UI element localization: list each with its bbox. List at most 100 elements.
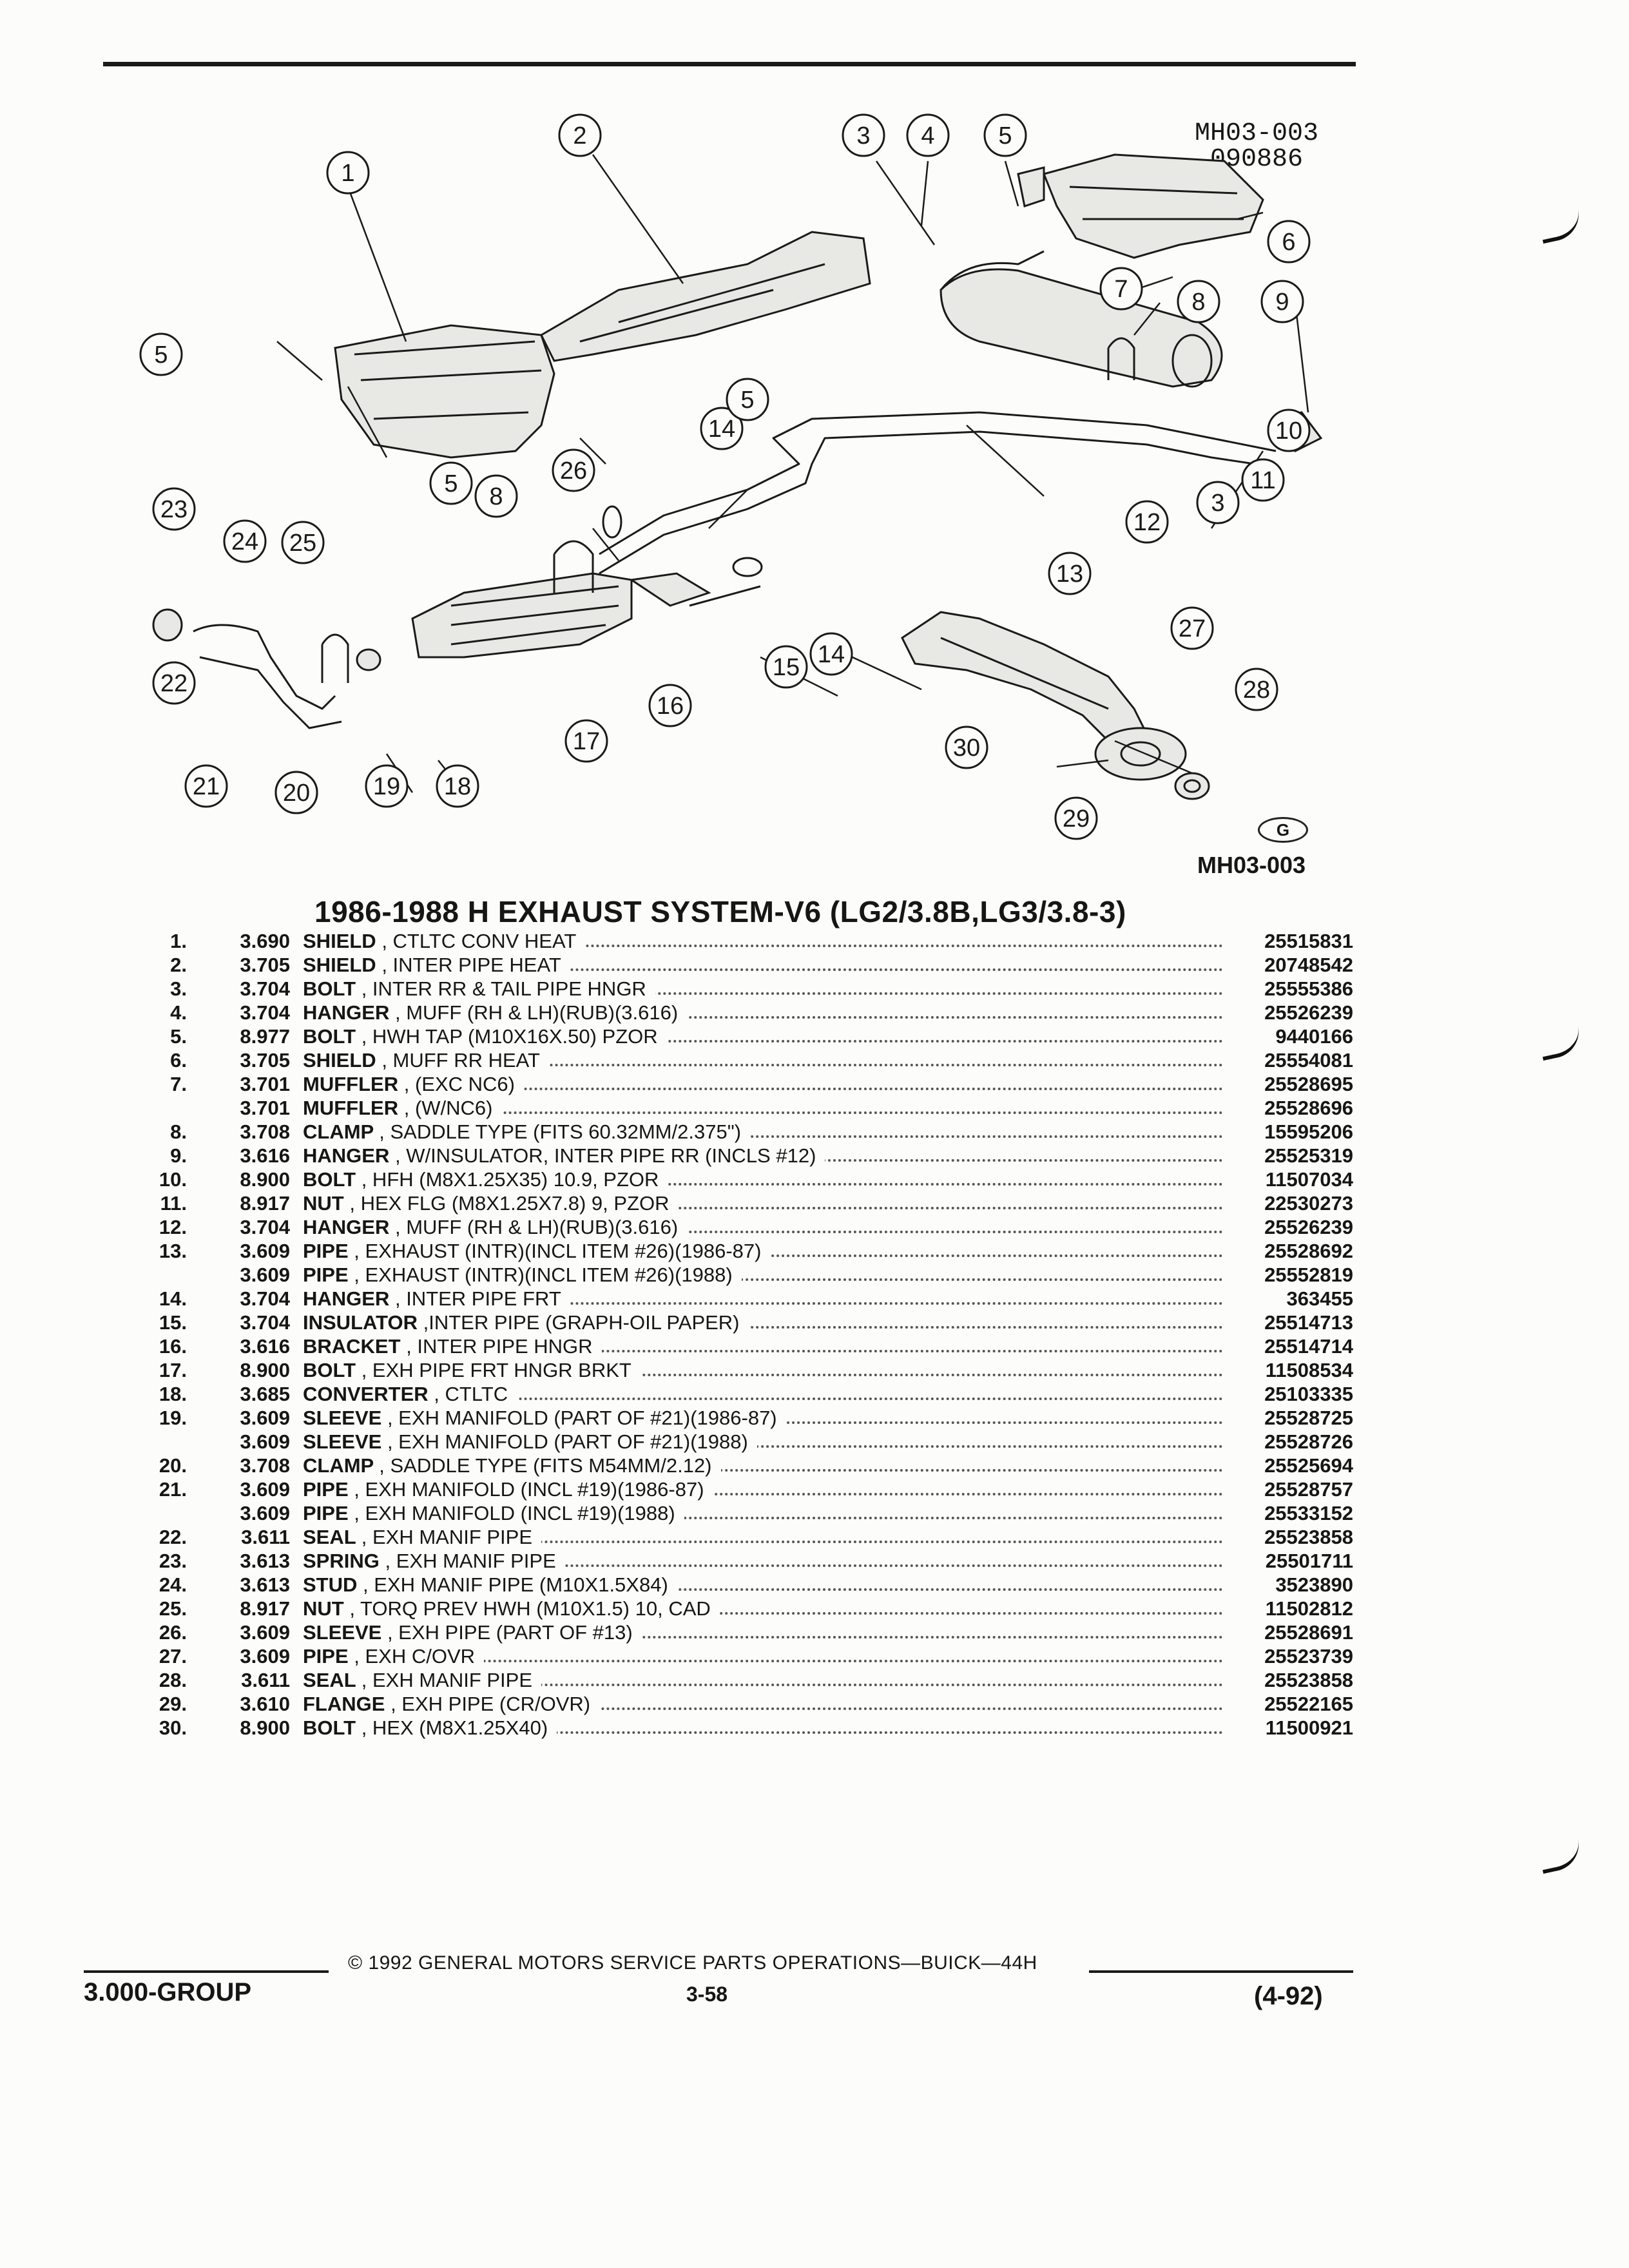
catalog-group: 3.701	[240, 1073, 290, 1095]
part-number: 25528726	[1264, 1430, 1353, 1453]
part-detail: , EXH PIPE (CR/OVR)	[390, 1693, 591, 1715]
callout-circle	[429, 461, 473, 505]
part-detail: , (EXC NC6)	[403, 1073, 515, 1095]
part-description: SHIELD , MUFF RR HEAT	[303, 1048, 1231, 1072]
part-flange	[1094, 727, 1187, 781]
callout-circle	[1125, 500, 1169, 544]
callout-number: 1	[341, 160, 354, 187]
callout-14: 14	[700, 407, 744, 450]
part-number: 25514713	[1264, 1311, 1353, 1334]
callout-number: 30	[953, 735, 980, 762]
part-name: BRACKET	[303, 1335, 401, 1358]
leader-dots	[303, 1135, 1223, 1138]
callout-number: 5	[154, 341, 168, 369]
part-name: BOLT	[303, 1168, 356, 1191]
group-label: 3.000-GROUP	[84, 1978, 252, 2006]
part-description: STUD , EXH MANIF PIPE (M10X1.5X84)	[303, 1573, 1231, 1597]
part-description: BOLT , INTER RR & TAIL PIPE HNGR	[303, 977, 1231, 1001]
page-number: 3-58	[686, 1983, 728, 2006]
part-name: BOLT	[303, 1025, 356, 1048]
callout-circle	[1170, 606, 1214, 650]
part-name: SEAL	[303, 1669, 356, 1691]
callout-circle	[648, 684, 692, 727]
part-number: 25523858	[1264, 1669, 1353, 1691]
part-description: NUT , TORQ PREV HWH (M10X1.5) 10, CAD	[303, 1597, 1231, 1620]
part-name: CLAMP	[303, 1454, 374, 1477]
catalog-group: 3.609	[240, 1621, 290, 1644]
callout-11: 11	[1241, 458, 1285, 502]
callout-9: 9	[1260, 280, 1304, 323]
catalog-group: 8.917	[240, 1192, 290, 1215]
part-description: SLEEVE , EXH PIPE (PART OF #13)	[303, 1620, 1231, 1644]
item-number: 29.	[159, 1693, 187, 1715]
catalog-group: 8.977	[240, 1025, 290, 1048]
callout-number: 5	[444, 470, 458, 497]
callout-26: 26	[552, 448, 595, 492]
part-detail: , EXH MANIFOLD (PART OF #21)(1988)	[387, 1430, 748, 1453]
catalog-group: 3.613	[240, 1550, 290, 1572]
part-detail: , MUFF (RH & LH)(RUB)(3.616)	[394, 1001, 679, 1024]
part-number: 25526239	[1264, 1216, 1353, 1238]
callout-7: 7	[1099, 267, 1143, 311]
catalog-group: 3.611	[241, 1526, 290, 1548]
leader-dots	[303, 1493, 1223, 1495]
callout-number: 8	[489, 483, 503, 510]
leader-dots	[303, 1564, 1223, 1567]
item-number: 3.	[170, 977, 187, 1000]
callout-5: 5	[429, 461, 473, 505]
part-pipe-intermediate	[599, 411, 1277, 555]
part-number: 15595206	[1264, 1120, 1353, 1143]
part-detail: , EXH PIPE (PART OF #13)	[387, 1621, 633, 1644]
part-number: 25525694	[1264, 1454, 1353, 1477]
part-detail: , W/INSULATOR, INTER PIPE RR (INCLS #12)	[394, 1144, 816, 1167]
part-seal-manifold	[152, 608, 183, 642]
part-name: PIPE	[303, 1240, 349, 1262]
catalog-group: 3.704	[240, 1287, 290, 1310]
part-insulator	[689, 585, 761, 607]
part-clamp	[1107, 337, 1135, 380]
callout-1: 1	[326, 151, 370, 195]
footer-rule-right	[1089, 1970, 1353, 1973]
leader-dots	[303, 1278, 1223, 1281]
catalog-group: 3.708	[240, 1454, 290, 1477]
leader-dots	[303, 1111, 1223, 1114]
leader-dots	[303, 1326, 1223, 1329]
part-number: 25523858	[1264, 1526, 1353, 1548]
callout-circle	[184, 764, 228, 808]
part-hanger-frt	[602, 505, 622, 539]
part-detail: , EXH MANIFOLD (PART OF #21)(1986-87)	[387, 1407, 777, 1429]
leader-dots	[303, 1302, 1223, 1305]
copyright-notice: © 1992 GENERAL MOTORS SERVICE PARTS OPER…	[348, 1952, 1037, 1974]
callout-circle	[1267, 408, 1311, 452]
callout-circle	[139, 332, 183, 376]
part-name: NUT	[303, 1597, 344, 1620]
callout-number: 28	[1243, 677, 1270, 704]
callout-28: 28	[1235, 668, 1278, 711]
part-detail: , EXH MANIF PIPE	[385, 1550, 556, 1572]
part-description: SEAL , EXH MANIF PIPE	[303, 1525, 1231, 1549]
callout-24: 24	[223, 519, 267, 563]
footer-rule-left	[84, 1970, 329, 1973]
callout-number: 19	[373, 773, 400, 800]
callout-circle	[474, 474, 518, 518]
callout-circle	[945, 726, 988, 769]
callout-circle	[726, 378, 769, 421]
callout-number: 26	[560, 457, 587, 485]
catalog-group: 3.704	[240, 1311, 290, 1334]
part-number: 11508534	[1265, 1359, 1353, 1381]
catalog-group: 3.704	[240, 1001, 290, 1024]
part-name: SEAL	[303, 1526, 356, 1548]
callout-circle	[1196, 481, 1240, 524]
catalog-group: 3.610	[240, 1693, 290, 1715]
part-number: 25522165	[1264, 1693, 1353, 1715]
callout-2: 2	[558, 113, 602, 157]
catalog-group: 3.609	[240, 1240, 290, 1262]
